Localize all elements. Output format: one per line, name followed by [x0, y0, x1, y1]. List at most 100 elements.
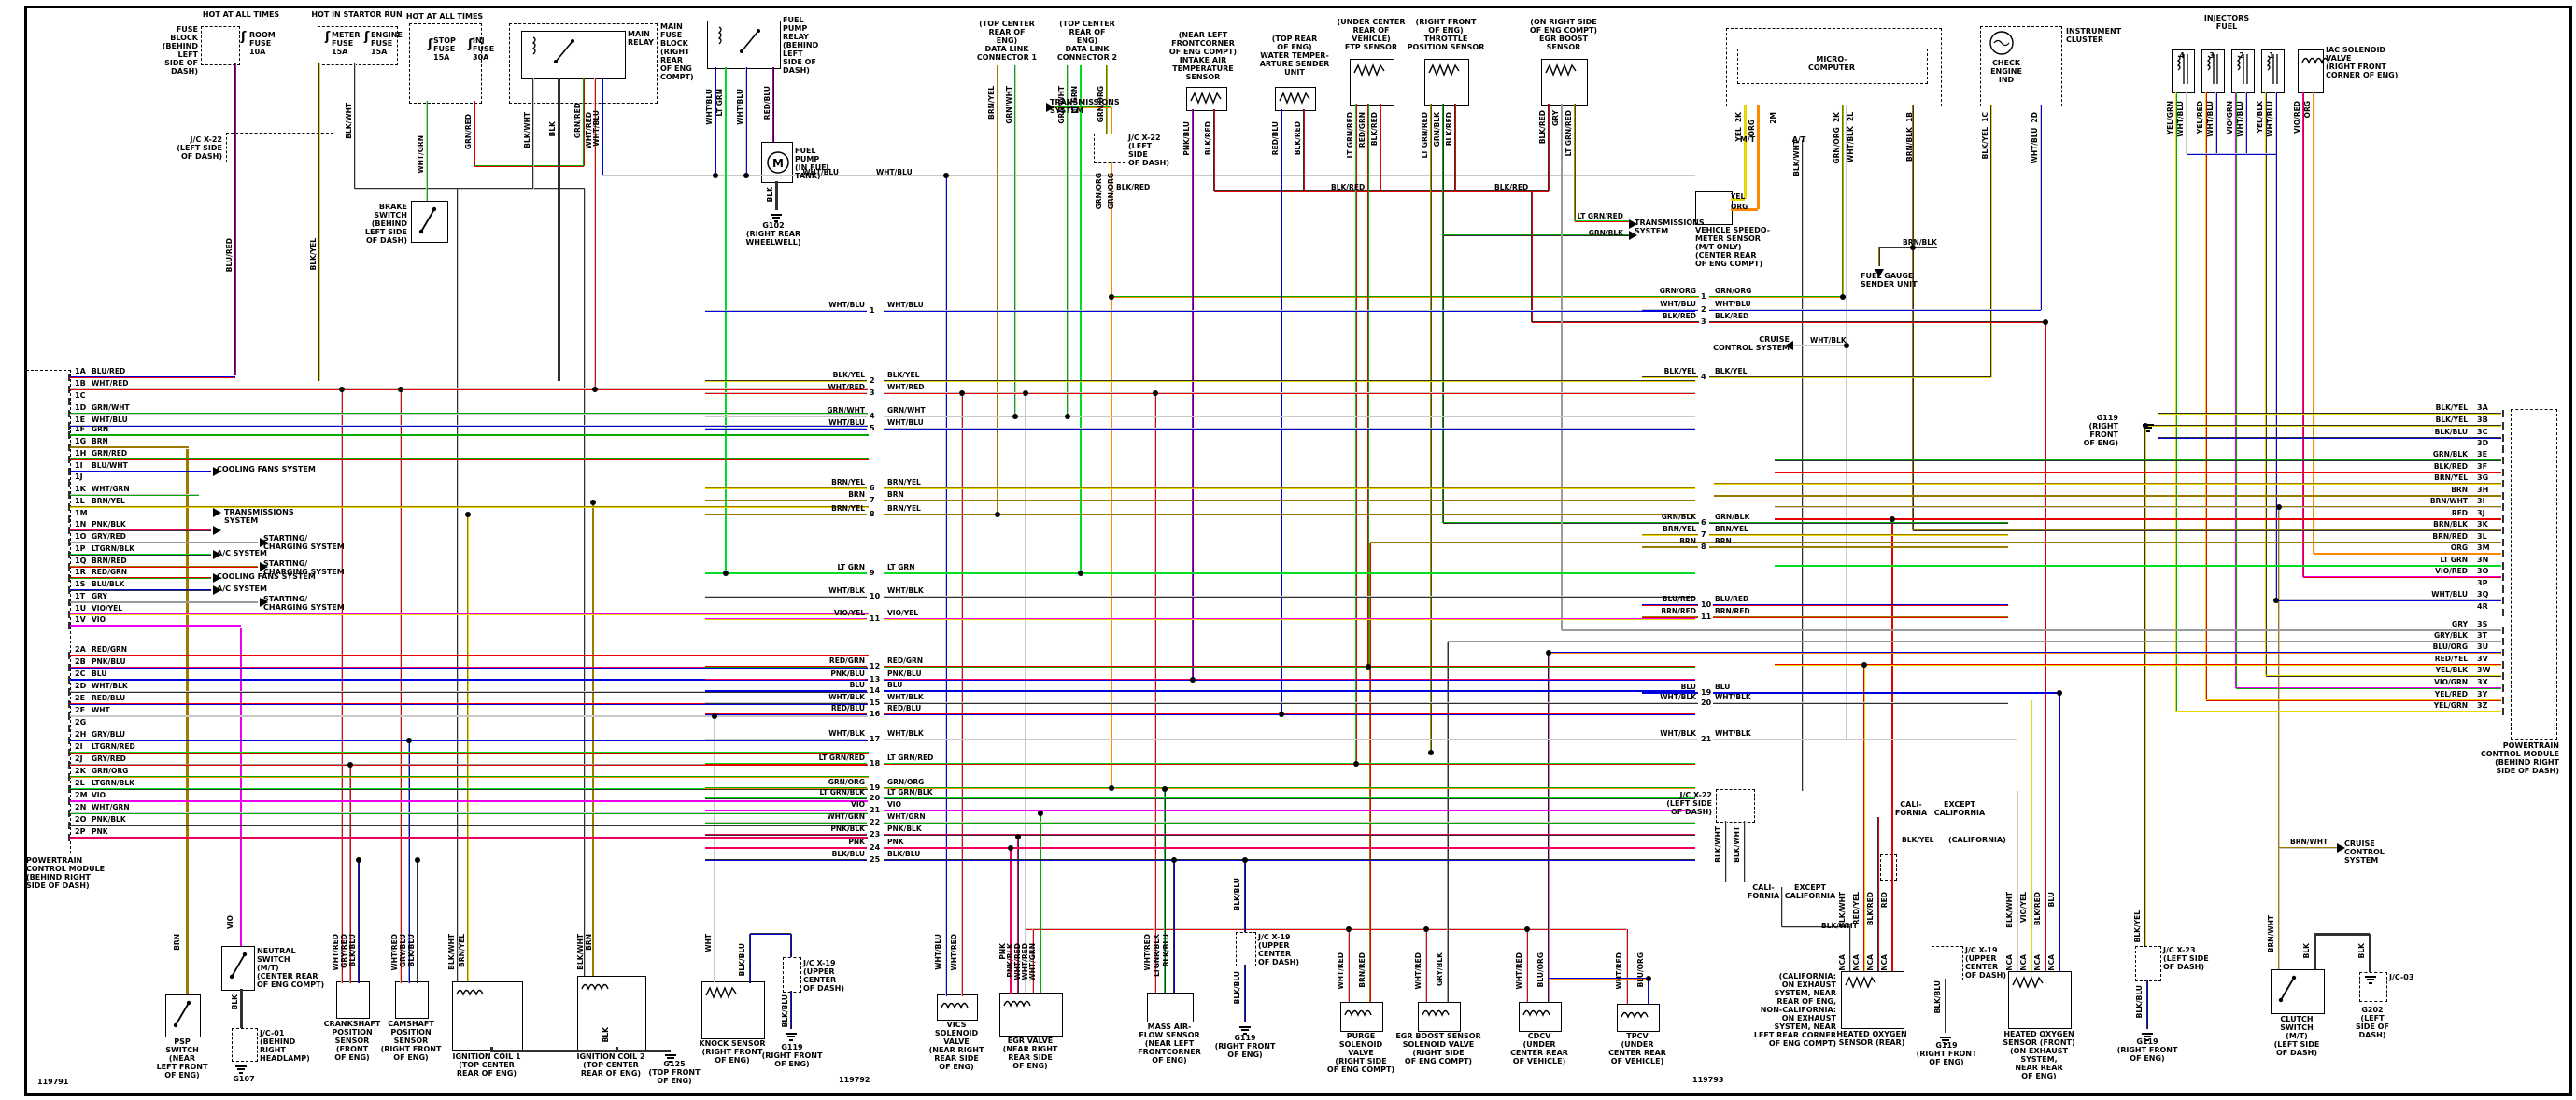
wire-color-label: BRN/YEL: [987, 86, 996, 120]
component-label: STOP FUSE 15A: [433, 36, 456, 62]
wire-segment: [2502, 627, 2504, 634]
pin-wire-code: BRN/RED: [2432, 532, 2468, 541]
wire-segment: [1010, 848, 1012, 994]
wire-segment: [2206, 699, 2501, 701]
junction-wire-code: LT GRN/BLK: [887, 788, 933, 797]
component-label: A/T: [1791, 135, 1806, 144]
wire-segment: [240, 628, 242, 946]
wire-color-label: YEL/BLK: [2256, 101, 2264, 134]
junction-wire-code: WHT/BLK: [1715, 729, 1751, 738]
wire-segment: [1775, 472, 2501, 473]
pin-label: 3W: [2477, 666, 2491, 674]
pin-wire-code: BRN: [2451, 486, 2468, 494]
junction-wire-code: GRN/ORG: [1659, 287, 1696, 295]
wire-segment: [884, 713, 1695, 715]
wire-color-label: BLK/WHT: [447, 934, 456, 970]
wire-segment: [2158, 437, 2501, 439]
wire-continuation-number: 4: [1699, 373, 1708, 381]
wire-segment: [1642, 739, 1698, 740]
wire-color-label: WHT/BLU: [2236, 101, 2244, 137]
pin-wire-code: LTGRN/RED: [92, 742, 135, 751]
junction-wire-code: BRN/YEL: [831, 478, 865, 487]
wire-segment: [2502, 434, 2504, 442]
wire-continuation-number: 13: [868, 675, 883, 684]
wire-segment: [705, 787, 867, 789]
system-arrow: [1046, 103, 1054, 112]
wire-continuation-number: 18: [868, 759, 883, 768]
wire-segment: [749, 934, 751, 983]
component-label: ENGINE FUSE 15A: [371, 31, 403, 56]
wire-color-label: BLK/WHT: [345, 103, 353, 139]
junction-dot: [2143, 423, 2148, 429]
wire-segment: [592, 502, 594, 976]
pin-wire-code: BLU/BLK: [92, 580, 125, 588]
wire-segment: [185, 449, 189, 994]
wire-segment: [884, 763, 1695, 765]
pin-wire-code: BLK/BLU: [2434, 428, 2468, 436]
component-box: [1841, 971, 1904, 1029]
pin-label: 1S: [75, 580, 86, 588]
wire-color-label: YEL/GRN: [2166, 101, 2174, 135]
junction-wire-code: LT GRN: [837, 563, 865, 571]
pin-label: 1C: [75, 391, 86, 400]
coil-glyph: [1422, 1009, 1450, 1017]
sw-glyph: [173, 1000, 191, 1028]
pin-label: 2M: [75, 791, 88, 799]
wire-segment: [1214, 190, 1549, 192]
wire-segment: [2368, 934, 2371, 972]
wire-segment: [1213, 109, 1215, 191]
pin-wire-code: BRN/RED: [92, 557, 127, 565]
junction-wire-code: WHT/BLU: [887, 301, 924, 309]
component-box: [318, 26, 398, 65]
wire-segment: [68, 574, 70, 582]
wire-color-label: BLK/RED: [1538, 110, 1547, 145]
pin-wire-code: BLU/RED: [92, 367, 126, 375]
wire-segment: [705, 392, 867, 394]
wire-color-label: BLK/BLU: [1162, 934, 1170, 967]
wire-color-label: GRY/BLU: [399, 934, 407, 968]
component-label: BRN/WHT: [2290, 838, 2328, 846]
wire-segment: [69, 577, 211, 579]
pin-label: 3F: [2477, 462, 2488, 471]
component-box: [1275, 87, 1316, 111]
res-glyph: [1279, 92, 1310, 105]
wire-segment: [417, 860, 418, 983]
wire-color-label: BRN: [173, 934, 181, 951]
junction-dot: [723, 571, 729, 576]
junction-dot: [713, 173, 718, 178]
wire-segment: [2502, 562, 2504, 570]
junction-wire-code: BRN/YEL: [1715, 525, 1748, 533]
pin-wire-code: PNK/BLU: [92, 657, 126, 666]
junction-wire-code: WHT/BLK: [1660, 729, 1696, 738]
junction-wire-code: RED/BLU: [830, 704, 865, 712]
wire-segment: [2145, 425, 2501, 427]
page-number: 119793: [1692, 1076, 1724, 1084]
wire-segment: [1642, 321, 1698, 323]
component-box: [1236, 932, 1256, 966]
component-label: WHT/BLU: [876, 168, 913, 176]
junction-wire-code: WHT/BLU: [1660, 300, 1696, 308]
component-label: PSP SWITCH (NEAR LEFT FRONT OF ENG): [156, 1037, 208, 1079]
wire-color-label: NCA: [2019, 954, 2028, 971]
component-label: HOT AT ALL TIMES: [405, 12, 484, 21]
wire-color-label: WHT/RED: [1615, 952, 1623, 990]
wire-segment: [1281, 109, 1282, 716]
wire-segment: [750, 933, 791, 935]
wire-segment: [884, 596, 1695, 598]
wire-segment: [584, 189, 586, 976]
wire-color-label: BLK/YEL 1C: [1981, 112, 1989, 160]
wire-segment: [884, 690, 1695, 692]
junction-dot: [1353, 761, 1359, 767]
wire-continuation-number: 2: [868, 376, 877, 385]
pin-label: 1M: [75, 509, 88, 517]
component-label: J/C X-22 (LEFT SIDE OF DASH): [177, 135, 222, 161]
wire-segment: [583, 78, 585, 166]
wire-segment: [1548, 653, 1550, 979]
component-box: [2511, 409, 2557, 740]
wire-segment: [1548, 979, 1550, 1002]
system-arrow: [213, 508, 221, 517]
pin-wire-code: BLU/WHT: [92, 461, 128, 470]
wire-color-label: GRN/BLK: [1433, 112, 1441, 148]
wire-segment: [1192, 109, 1194, 680]
